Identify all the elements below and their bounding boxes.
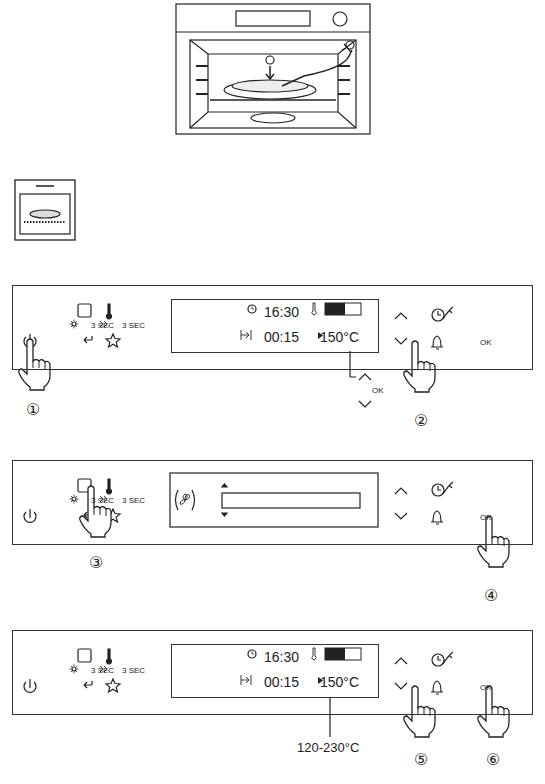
- pointing-hand: [80, 486, 111, 537]
- button-label: OK: [372, 387, 384, 395]
- callout-number: ①: [26, 402, 40, 418]
- button-label: 3 SEC: [122, 497, 145, 505]
- arrow-symbol: [359, 374, 371, 407]
- display-screen: 16:30 00:15 150°C: [171, 644, 379, 698]
- display-text: 150°C: [320, 675, 359, 689]
- leader-line: [350, 351, 356, 377]
- display-text: 16:30: [264, 305, 299, 319]
- display-text: 00:15: [264, 330, 299, 344]
- display-text: 150°C: [320, 330, 359, 344]
- leader-line: [329, 697, 330, 737]
- oven-illustration: [176, 4, 370, 134]
- control-panel: 3 SEC 3 SEC OK 16:30 00:15 150°C: [12, 630, 533, 715]
- button-label: 3 SEC: [91, 322, 114, 330]
- button-label: 3 SEC: [91, 497, 114, 505]
- panel-symbols: [24, 303, 453, 349]
- pointing-hand: [19, 339, 50, 390]
- control-panel: 3 SEC 3 SEC OK: [12, 460, 533, 545]
- panel-symbols: [24, 648, 453, 694]
- display-screen: 16:30 00:15 150°C: [171, 299, 379, 353]
- range-label: 120-230°C: [297, 741, 359, 754]
- button-label: 3 SEC: [122, 667, 145, 675]
- pointing-hand: [404, 686, 435, 737]
- callout-number: ②: [414, 413, 428, 429]
- button-label: 3 SEC: [122, 322, 145, 330]
- pointing-hand: [478, 686, 509, 737]
- callout-number: ④: [484, 588, 498, 604]
- oven-icon: [15, 180, 75, 240]
- callout-number: ③: [89, 555, 103, 571]
- callout-number: ⑥: [486, 752, 500, 768]
- pointing-hand: [478, 516, 509, 567]
- button-label: 3 SEC: [91, 667, 114, 675]
- display-text: 00:15: [264, 675, 299, 689]
- button-label: OK: [480, 339, 492, 347]
- control-panel: 3 SEC 3 SEC OK 16:30 00:15 150°C: [12, 285, 533, 370]
- callout-number: ⑤: [414, 752, 428, 768]
- button-label: OK: [480, 514, 492, 522]
- display-text: 16:30: [264, 650, 299, 664]
- button-label: OK: [480, 684, 492, 692]
- pointing-hand: [404, 341, 435, 392]
